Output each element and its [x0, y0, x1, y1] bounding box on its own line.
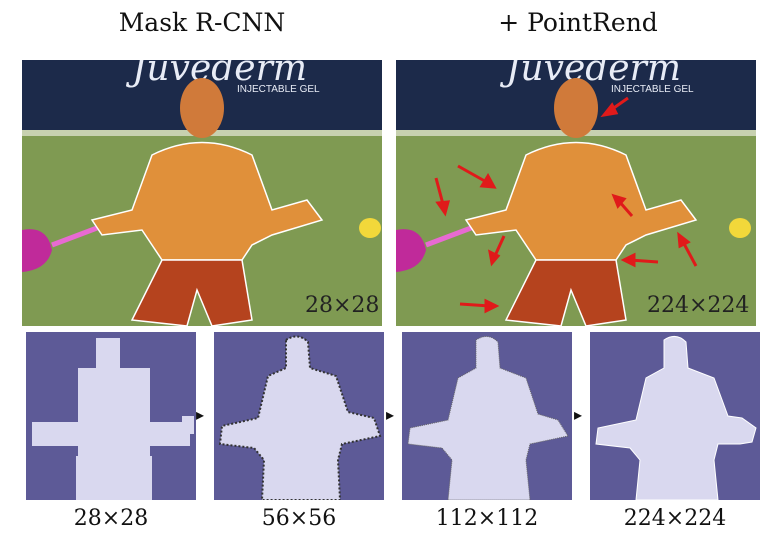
caption-112: 112×112 [435, 506, 539, 531]
mask-panel-112 [402, 332, 572, 500]
caption-224: 224×224 [623, 506, 727, 531]
mask-panel-28 [26, 332, 196, 500]
banner-sub-right: INJECTABLE GEL [611, 84, 694, 95]
banner-sub-left: INJECTABLE GEL [237, 84, 320, 95]
banner-brand-right: Juvederm [499, 60, 681, 89]
right-resolution-label: 224×224 [647, 293, 750, 318]
arrow-2: ▸ [386, 405, 395, 424]
caption-56: 56×56 [261, 506, 337, 531]
pointrend-photo: Juvederm INJECTABLE GEL [396, 60, 756, 326]
player-mask-left [90, 78, 324, 326]
mask-panel-56 [214, 332, 384, 500]
arrow-1: ▸ [196, 405, 205, 424]
mask-panel-224 [590, 332, 760, 500]
left-resolution-label: 28×28 [305, 293, 380, 318]
right-title: + PointRend [498, 8, 658, 37]
banner-brand-left: Juvederm [125, 60, 307, 89]
refinement-arrows [434, 96, 698, 314]
mask-rcnn-photo: Juvederm INJECTABLE GEL [22, 60, 382, 326]
arrow-3: ▸ [574, 405, 583, 424]
left-title: Mask R-CNN [118, 8, 286, 37]
caption-28: 28×28 [73, 506, 149, 531]
player-mask-right [464, 78, 698, 326]
